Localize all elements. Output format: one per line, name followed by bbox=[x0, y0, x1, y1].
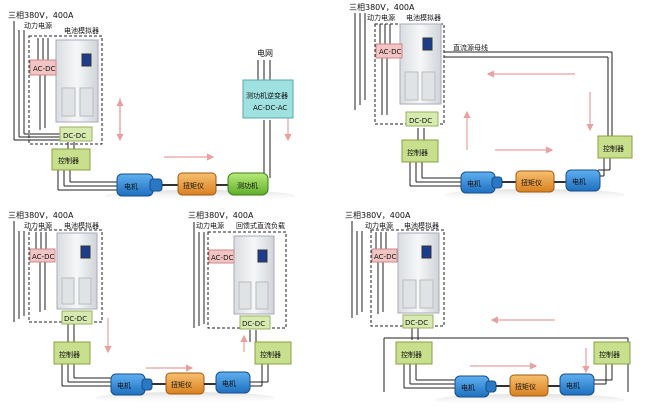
battery-simulator-label: 电池模拟器 bbox=[64, 221, 99, 230]
motor-left: 电机 bbox=[460, 171, 503, 194]
dc-dc-module bbox=[405, 111, 439, 127]
dyno-inverter: 测功机逆变器 AC-DC-AC bbox=[242, 79, 294, 119]
torque-meter: 扭矩仪 bbox=[165, 372, 205, 395]
ac-dc-module bbox=[375, 43, 403, 59]
controller-left-box bbox=[401, 139, 439, 163]
torque-meter: 扭矩仪 bbox=[509, 374, 549, 397]
simulator-enclosure bbox=[28, 35, 103, 145]
power-lines bbox=[351, 221, 629, 392]
torque-meter-label: 扭矩仪 bbox=[521, 178, 542, 187]
torque-meter: 扭矩仪 bbox=[515, 170, 555, 193]
power-spec-label: 三相380V，400A bbox=[8, 10, 74, 20]
ac-dc-label: AC-DC bbox=[379, 48, 401, 56]
power-source-label: 动力电源 bbox=[365, 221, 393, 230]
power-lines bbox=[354, 13, 613, 187]
ac-dc-label: AC-DC bbox=[32, 253, 54, 261]
torque-meter-label: 扭矩仪 bbox=[183, 181, 204, 190]
dc-bus-label: 直流源母线 bbox=[453, 43, 488, 52]
dynamometer-label: 测功机 bbox=[237, 181, 258, 190]
ac-dc-module bbox=[29, 59, 57, 76]
motor-right: 电机 bbox=[565, 169, 601, 192]
feedback-load-cabinet bbox=[233, 235, 275, 315]
controller-box bbox=[51, 148, 91, 171]
motor-left-label: 电机 bbox=[461, 383, 475, 392]
controller-right-box bbox=[597, 135, 633, 159]
power-lines bbox=[13, 221, 269, 387]
ac-dc-module bbox=[371, 248, 398, 263]
battery-simulator-label: 电池模拟器 bbox=[404, 221, 439, 230]
battery-simulator-label: 电池模拟器 bbox=[406, 13, 441, 22]
dc-dc-label: DC-DC bbox=[64, 315, 87, 323]
dc-dc-label: DC-DC bbox=[63, 132, 86, 140]
ac-dc-label: AC-DC bbox=[374, 253, 396, 261]
panel-top-left: 三相380V，400A 动力电源 电池模拟器 bbox=[8, 10, 295, 202]
controller-box bbox=[53, 341, 91, 365]
battery-simulator-label: 电池模拟器 bbox=[64, 26, 99, 35]
dynamometer: 测功机 bbox=[227, 172, 269, 196]
power-spec-label: 三相380V，400A bbox=[349, 2, 415, 12]
simulator-enclosure bbox=[374, 23, 445, 125]
right-controller-label: 控制器 bbox=[260, 350, 281, 359]
power-source-label: 动力电源 bbox=[24, 221, 52, 230]
power-source-label: 动力电源 bbox=[367, 13, 395, 22]
battery-simulator-cabinet bbox=[55, 39, 99, 123]
panel-bottom-left: 三相380V，400A 动力电源 电池模拟器 AC bbox=[8, 210, 292, 404]
dc-dc-module bbox=[59, 126, 93, 142]
motor-right-label: 电机 bbox=[572, 177, 586, 186]
torque-meter: 扭矩仪 bbox=[177, 172, 217, 196]
motor-label: 电机 bbox=[124, 182, 138, 191]
controller-left-label: 控制器 bbox=[401, 350, 422, 359]
dc-dc-label: DC-DC bbox=[409, 117, 432, 125]
right-power-spec-label: 三相380V，400A bbox=[188, 210, 254, 220]
controller-left-box bbox=[395, 341, 433, 365]
motor-left: 电机 bbox=[454, 375, 497, 398]
panel-bottom-right: 三相380V，400A 动力电源 电池模拟器 AC-DC bbox=[345, 210, 631, 406]
motor-right: 电机 bbox=[215, 371, 251, 394]
right-power-label: 动力电源 bbox=[196, 221, 224, 230]
inverter-title: 测功机逆变器 bbox=[246, 91, 288, 100]
panel-top-right: 三相380V，400A 动力电源 电池模拟器 AC-DC bbox=[349, 2, 633, 201]
controller-right-label: 控制器 bbox=[599, 350, 620, 359]
cabinet-screen bbox=[81, 53, 92, 67]
grid-label: 电网 bbox=[257, 48, 273, 58]
motor-left: 电机 bbox=[110, 373, 153, 396]
battery-simulator-cabinet bbox=[399, 23, 442, 105]
torque-meter-label: 扭矩仪 bbox=[515, 382, 536, 391]
dc-dc-label: DC-DC bbox=[405, 319, 428, 327]
battery-simulator-cabinet bbox=[397, 232, 440, 314]
right-dc-dc-module bbox=[239, 315, 271, 330]
controller-label: 控制器 bbox=[59, 350, 80, 359]
torque-meter-label: 扭矩仪 bbox=[171, 380, 192, 389]
power-source-label: 动力电源 bbox=[24, 21, 52, 30]
motor-right-label: 电机 bbox=[222, 379, 236, 388]
motor-right-label: 电机 bbox=[566, 381, 580, 390]
power-spec-label: 三相380V，400A bbox=[345, 210, 411, 220]
battery-simulator-cabinet bbox=[56, 232, 98, 310]
motor-left-label: 电机 bbox=[467, 179, 481, 188]
controller-right-label: 控制器 bbox=[603, 144, 624, 153]
ac-dc-module bbox=[29, 248, 56, 263]
motor-left-label: 电机 bbox=[117, 381, 131, 390]
right-ac-dc-label: AC-DC bbox=[211, 254, 233, 262]
controller-left-label: 控制器 bbox=[407, 148, 428, 157]
power-spec-label: 三相380V，400A bbox=[8, 210, 74, 220]
controller-label: 控制器 bbox=[58, 156, 79, 165]
right-controller-box bbox=[254, 341, 292, 365]
ac-dc-label: AC-DC bbox=[33, 65, 55, 73]
motor-right: 电机 bbox=[559, 373, 595, 396]
motor: 电机 bbox=[116, 173, 163, 197]
feedback-load-label: 回馈式直流负载 bbox=[236, 221, 285, 230]
dc-dc-module bbox=[402, 314, 434, 329]
inverter-sub: AC-DC-AC bbox=[253, 104, 287, 112]
controller-right-box bbox=[593, 341, 631, 365]
right-ac-dc-module bbox=[208, 249, 235, 264]
right-dc-dc-label: DC-DC bbox=[242, 320, 265, 328]
dc-dc-module bbox=[61, 310, 93, 325]
